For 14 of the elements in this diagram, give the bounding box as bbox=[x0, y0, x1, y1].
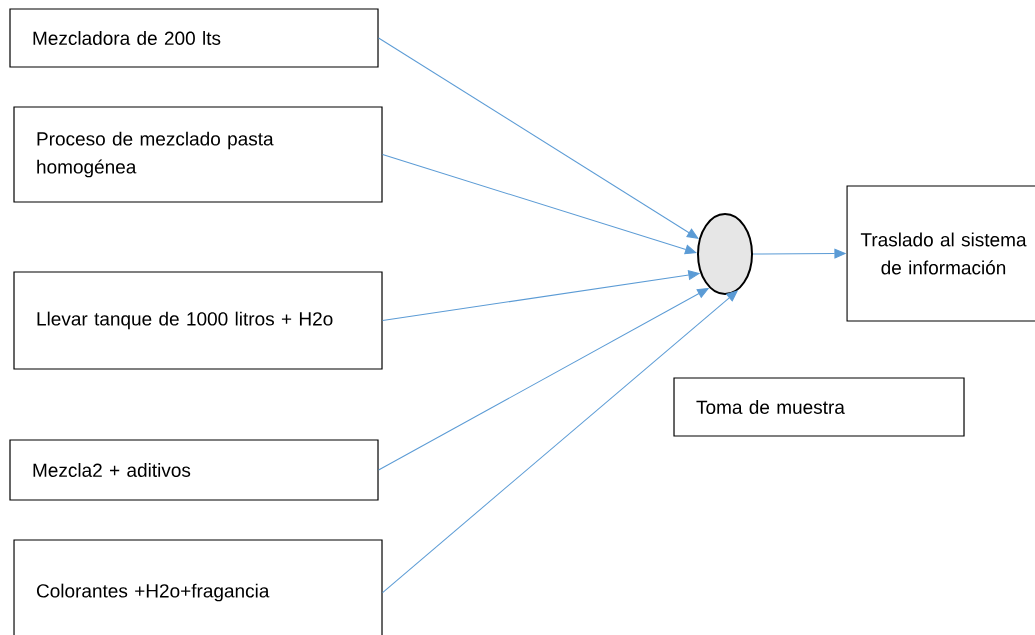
process-box: Llevar tanque de 1000 litros + H2o bbox=[13, 271, 383, 370]
arrow bbox=[752, 248, 846, 259]
process-box: Proceso de mezclado pasta homogénea bbox=[13, 106, 383, 203]
arrow bbox=[378, 288, 709, 471]
arrow bbox=[382, 154, 697, 255]
junction-ellipse bbox=[697, 213, 753, 295]
arrow bbox=[378, 37, 699, 239]
arrow bbox=[382, 270, 700, 321]
arrow bbox=[382, 290, 738, 593]
process-box: Mezcla2 + aditivos bbox=[9, 439, 379, 501]
process-box: Colorantes +H2o+fragancia bbox=[13, 539, 383, 635]
process-box: Mezcladora de 200 lts bbox=[9, 8, 379, 68]
process-box: Toma de muestra bbox=[673, 377, 965, 437]
process-box: Traslado al sistema de información bbox=[846, 185, 1035, 322]
